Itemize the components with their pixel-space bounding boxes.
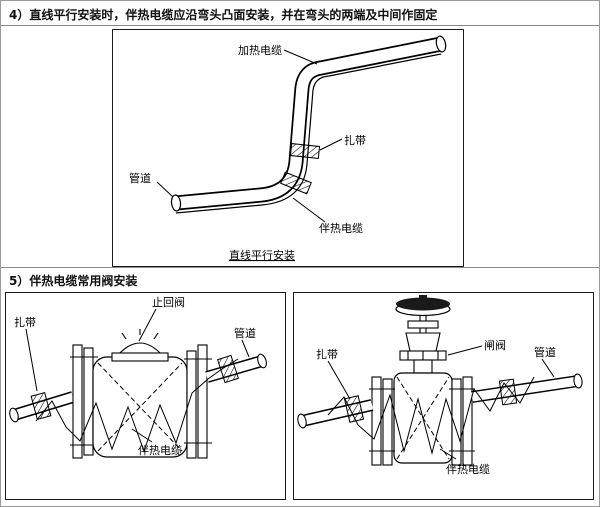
leader-lines — [327, 345, 555, 460]
heating-cable-line — [175, 53, 442, 214]
figure-check-valve: 止回阀 扎带 管道 伴热电缆 — [5, 292, 286, 500]
figure-straight-parallel: 加热电缆 扎带 管道 伴热电缆 直线平行安装 — [112, 29, 464, 267]
left-flange — [369, 376, 395, 466]
figure-gate-valve: 闸阀 扎带 管道 伴热电缆 — [293, 292, 594, 500]
check-valve-body — [92, 356, 188, 458]
trace-cable-zigzag — [35, 358, 239, 453]
leader-lines — [25, 308, 250, 443]
trace-cable-zigzag — [327, 376, 535, 455]
pipe-end-right — [435, 35, 447, 53]
label-cable-tie: 扎带 — [316, 347, 338, 361]
label-cable-tie: 扎带 — [344, 133, 366, 147]
right-pipe — [471, 373, 583, 403]
label-pipe: 管道 — [234, 326, 256, 340]
figure-caption: 直线平行安装 — [229, 248, 295, 262]
right-flange — [449, 376, 475, 466]
label-cable-tie: 扎带 — [14, 315, 36, 329]
handwheel-icon — [395, 295, 451, 317]
pipe-end-left — [170, 194, 182, 212]
pipe-drawing — [170, 35, 447, 212]
label-trace-cable: 伴热电缆 — [138, 444, 182, 457]
cable-tie-band-lower — [280, 171, 312, 195]
left-flange — [70, 344, 98, 459]
divider-middle — [1, 267, 599, 268]
cable-tie-band-upper — [289, 143, 321, 159]
section5-heading: 5）伴热电缆常用阀安装 — [9, 274, 138, 288]
leader-lines — [156, 49, 343, 223]
check-valve-bonnet — [111, 329, 169, 362]
section4-heading: 4）直线平行安装时，伴热电缆应沿弯头凸面安装，并在弯头的两端及中间作固定 — [9, 8, 438, 22]
label-trace-cable: 伴热电缆 — [446, 463, 490, 476]
label-heating-cable: 加热电缆 — [238, 44, 282, 57]
label-trace-cable: 伴热电缆 — [319, 222, 363, 235]
cable-tie-band-right — [217, 354, 239, 384]
cable-tie-band-right — [498, 378, 518, 406]
label-pipe: 管道 — [534, 345, 556, 359]
gate-valve-diagram: 闸阀 扎带 管道 伴热电缆 — [297, 295, 583, 476]
straight-parallel-diagram: 加热电缆 扎带 管道 伴热电缆 直线平行安装 — [129, 35, 447, 262]
valve-stem-bonnet — [399, 315, 447, 374]
right-flange — [184, 344, 212, 459]
cable-tie-band-left — [30, 391, 52, 421]
label-pipe: 管道 — [129, 171, 151, 185]
divider-top — [1, 25, 599, 26]
check-valve-diagram: 止回阀 扎带 管道 伴热电缆 — [9, 295, 267, 459]
label-check-valve: 止回阀 — [152, 295, 185, 309]
label-gate-valve: 闸阀 — [484, 338, 506, 352]
cable-tie-band-left — [343, 395, 365, 423]
